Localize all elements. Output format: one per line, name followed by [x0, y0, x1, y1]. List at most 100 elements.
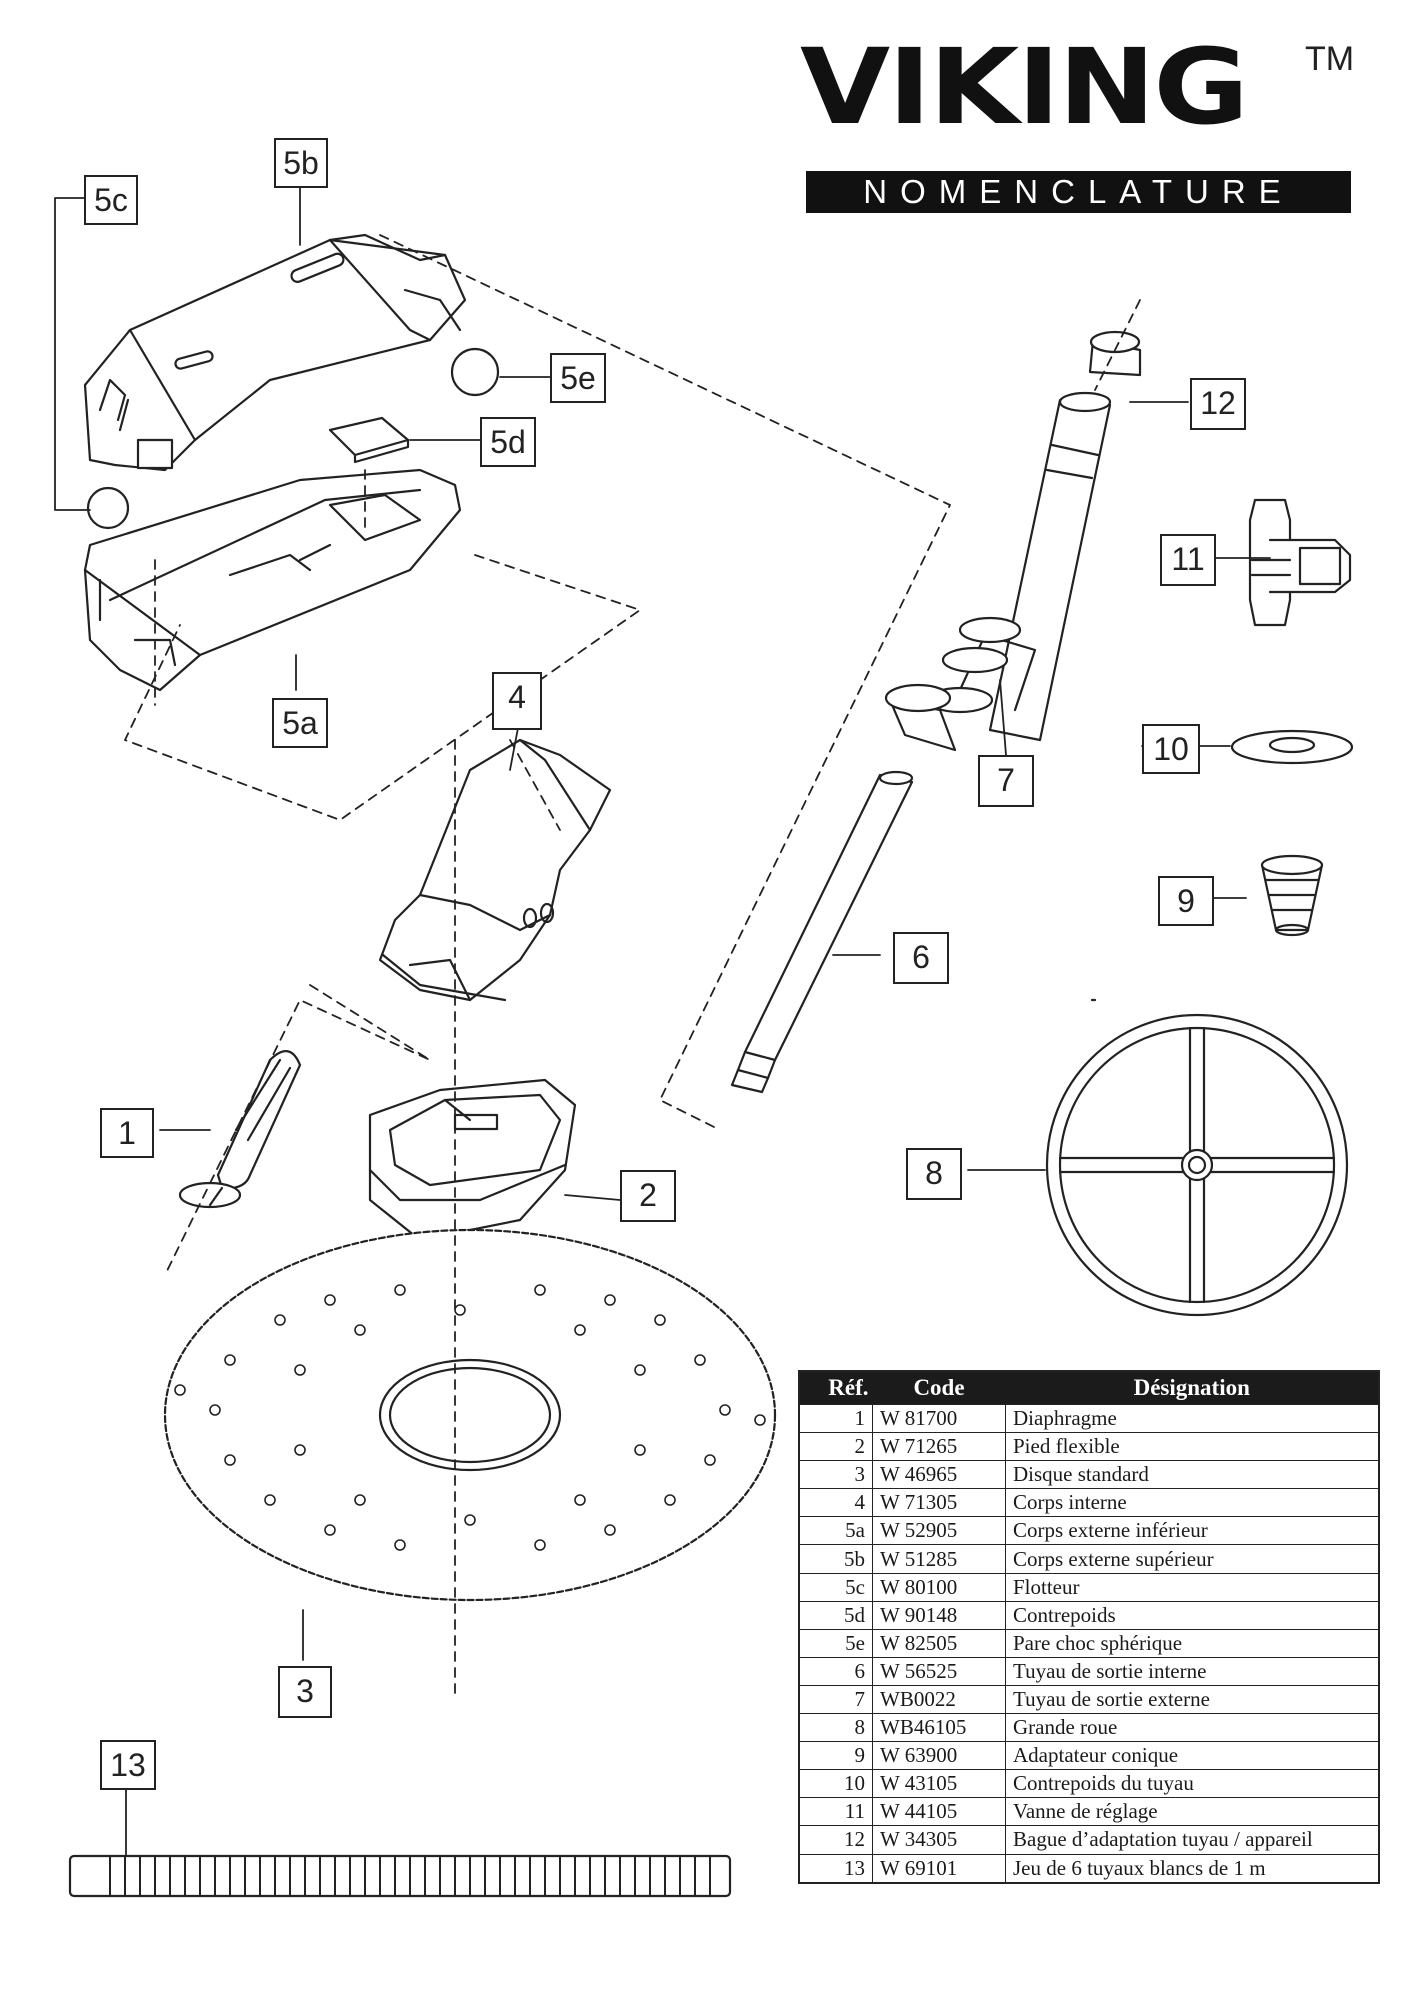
part-designation: Corps externe supérieur: [1005, 1544, 1380, 1574]
part-ref: 5e: [798, 1628, 873, 1658]
part-designation: Contrepoids du tuyau: [1005, 1769, 1380, 1799]
brand-header: VIKING TM NOMENCLATURE: [800, 28, 1360, 218]
part-code: W 43105: [872, 1769, 1006, 1799]
regulating-valve-part: [1248, 498, 1352, 627]
part-designation: Disque standard: [1005, 1460, 1380, 1490]
hose-counterweight-part: [1230, 729, 1354, 765]
diaphragm-part: [178, 1050, 302, 1209]
part-ref: 9: [798, 1741, 873, 1771]
part-designation: Vanne de réglage: [1005, 1797, 1380, 1827]
callout-13: 13: [100, 1740, 156, 1790]
part-designation: Diaphragme: [1005, 1403, 1380, 1434]
part-ref: 5c: [798, 1572, 873, 1602]
callout-2: 2: [620, 1170, 676, 1222]
part-designation: Flotteur: [1005, 1572, 1380, 1602]
part-code: W 46965: [872, 1460, 1006, 1490]
callout-4: 4: [492, 672, 542, 730]
part-designation: Grande roue: [1005, 1713, 1380, 1743]
inner-body-part: [378, 738, 612, 1002]
upper-body-part: [83, 233, 467, 472]
part-designation: Pied flexible: [1005, 1432, 1380, 1462]
part-code: W 80100: [872, 1572, 1006, 1602]
header-code: Code: [872, 1371, 1006, 1405]
part-ref: 2: [798, 1432, 873, 1462]
brand-logo: VIKING: [800, 26, 1249, 148]
part-designation: Contrepoids: [1005, 1600, 1380, 1630]
callout-5a: 5a: [272, 698, 328, 748]
outer-outlet-pipe-part: [884, 391, 1112, 752]
standard-disc-part: [163, 1228, 777, 1602]
part-designation: Bague d’adaptation tuyau / appareil: [1005, 1825, 1380, 1855]
part-ref: 7: [798, 1684, 873, 1715]
callout-5c: 5c: [84, 175, 138, 225]
part-ref: 11: [798, 1797, 873, 1827]
part-code: W 56525: [872, 1656, 1006, 1686]
part-ref: 6: [798, 1656, 873, 1686]
part-designation: Tuyau de sortie interne: [1005, 1656, 1380, 1686]
callout-9: 9: [1158, 876, 1214, 926]
nomenclature-banner: NOMENCLATURE: [806, 171, 1351, 213]
bumper-ball: [450, 347, 500, 397]
part-ref: 12: [798, 1825, 873, 1855]
part-code: W 90148: [872, 1600, 1006, 1630]
part-ref: 13: [798, 1853, 873, 1884]
part-code: WB0022: [872, 1684, 1006, 1715]
lower-body-part: [83, 468, 462, 692]
part-code: W 71305: [872, 1488, 1006, 1518]
part-code: W 81700: [872, 1403, 1006, 1434]
part-designation: Corps externe inférieur: [1005, 1516, 1380, 1546]
conical-adapter-part: [1260, 854, 1324, 937]
part-code: W 52905: [872, 1516, 1006, 1546]
callout-1: 1: [100, 1108, 154, 1158]
part-code: W 71265: [872, 1432, 1006, 1462]
callout-12: 12: [1190, 378, 1246, 430]
part-code: W 63900: [872, 1741, 1006, 1771]
flexible-foot-part: [368, 1078, 577, 1242]
header-ref: Réf.: [799, 1371, 873, 1405]
part-code: W 51285: [872, 1544, 1006, 1574]
part-designation: Corps interne: [1005, 1488, 1380, 1518]
adapter-ring-part: [1088, 330, 1142, 1002]
inner-outlet-pipe-part: [730, 770, 914, 1094]
part-designation: Tuyau de sortie externe: [1005, 1684, 1380, 1715]
callout-5b: 5b: [274, 138, 328, 188]
parts-table-header: Réf. Code Désignation: [799, 1371, 1379, 1405]
big-wheel-part: [1045, 1013, 1349, 1317]
part-ref: 5d: [798, 1600, 873, 1630]
part-ref: 3: [798, 1460, 873, 1490]
callout-8: 8: [906, 1148, 962, 1200]
part-ref: 5b: [798, 1544, 873, 1574]
callout-11: 11: [1160, 534, 1216, 586]
part-ref: 1: [798, 1403, 873, 1434]
part-code: W 82505: [872, 1628, 1006, 1658]
part-designation: Pare choc sphérique: [1005, 1628, 1380, 1658]
part-code: W 34305: [872, 1825, 1006, 1855]
part-designation: Jeu de 6 tuyaux blancs de 1 m: [1005, 1853, 1380, 1884]
part-ref: 4: [798, 1488, 873, 1518]
part-ref: 8: [798, 1713, 873, 1743]
part-code: W 69101: [872, 1853, 1006, 1884]
trademark-mark: TM: [1305, 40, 1355, 78]
callout-6: 6: [893, 932, 949, 984]
part-code: W 44105: [872, 1797, 1006, 1827]
part-ref: 5a: [798, 1516, 873, 1546]
float-ball: [86, 486, 130, 530]
